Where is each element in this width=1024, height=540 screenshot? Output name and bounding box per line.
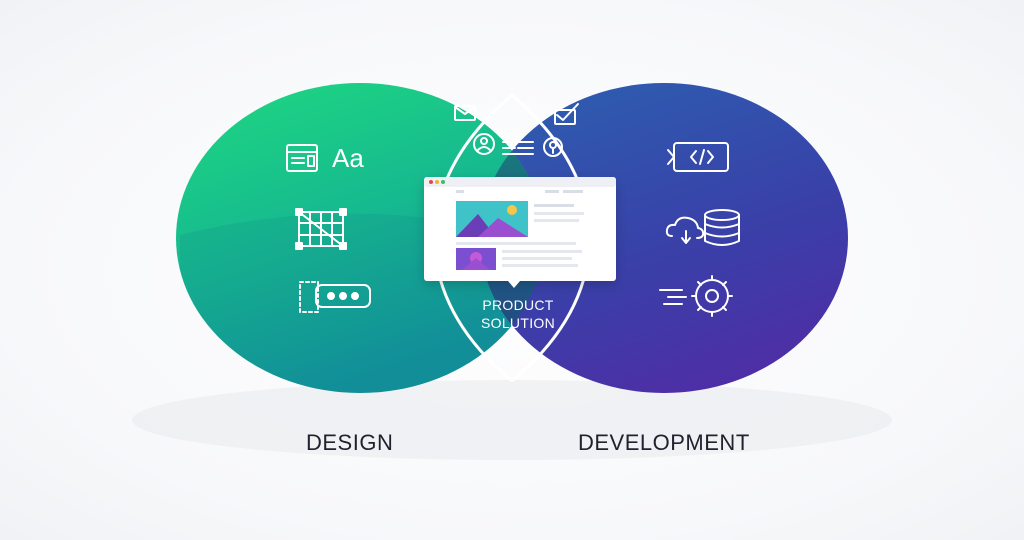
center-caption-line2: SOLUTION (481, 315, 555, 331)
text-lines-icon (502, 141, 534, 155)
user-icon (473, 133, 495, 155)
typography-icon: Aa (332, 143, 364, 173)
floor-shadow (132, 380, 892, 460)
design-circle (176, 83, 544, 393)
mail-icon (454, 105, 476, 121)
design-label: DESIGN (306, 430, 394, 455)
code-icon (667, 142, 729, 172)
button-component-icon (299, 281, 371, 313)
development-label: DEVELOPMENT (578, 430, 750, 455)
center-caption: PRODUCT SOLUTION (452, 296, 584, 332)
center-caption-line1: PRODUCT (482, 297, 554, 313)
check-mail-icon (554, 103, 579, 125)
development-circle (480, 83, 848, 393)
settings-gear-icon (659, 275, 733, 317)
app-window-details (424, 177, 616, 288)
grid-icon (295, 208, 347, 250)
cloud-database-icon (665, 209, 740, 246)
layout-icon (286, 144, 318, 172)
location-pin-icon (543, 137, 563, 157)
